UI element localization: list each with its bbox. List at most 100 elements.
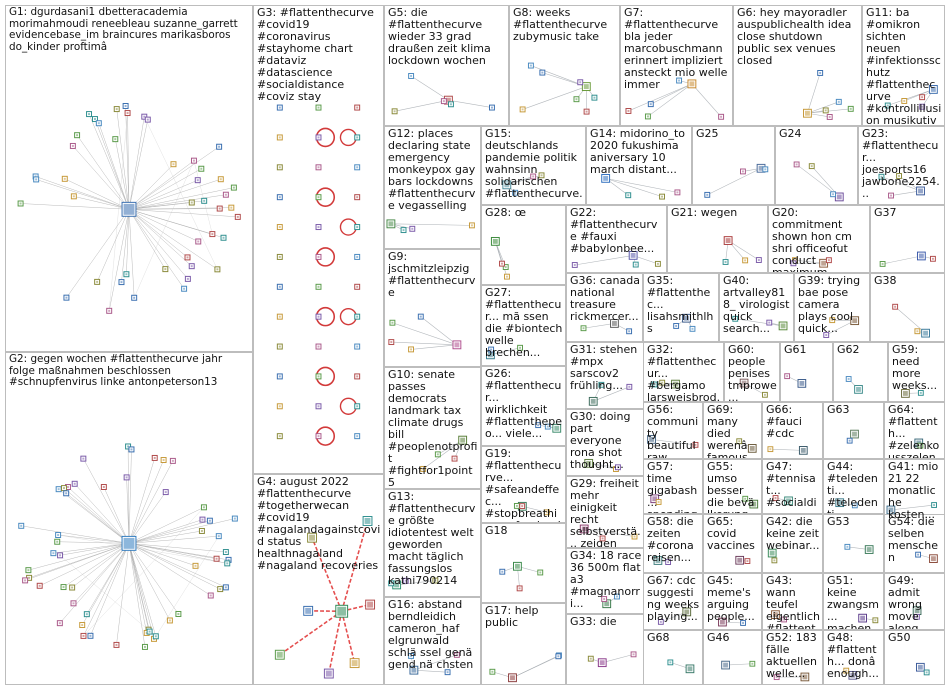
graph-edge (887, 89, 934, 106)
graph-node-fill (723, 662, 728, 668)
graph-edge (328, 611, 343, 674)
graph-edge (602, 654, 634, 663)
graph-node-fill (903, 391, 908, 396)
graph-node-fill (667, 561, 670, 564)
group-panel-g43: G43: wann teufel eigentlich #flattenth..… (762, 573, 823, 630)
graph-node-fill (422, 467, 425, 470)
graph-node-fill (860, 615, 866, 621)
graph-node-fill (317, 136, 320, 139)
graph-edge (128, 530, 202, 544)
group-label: G37 (874, 206, 897, 219)
graph-node-fill (123, 203, 135, 215)
graph-node-fill (505, 275, 508, 278)
graph-node-fill (744, 497, 747, 500)
graph-node-fill (317, 226, 320, 229)
graph-edge (894, 306, 926, 334)
self-loop-edge (339, 128, 357, 147)
graph-node-fill (192, 159, 195, 162)
group-graph (793, 161, 844, 202)
graph-edge (128, 209, 224, 238)
group-label: G23: #flattenthecur... joesports16 jawbo… (862, 127, 940, 200)
graph-node-fill (445, 97, 451, 103)
group-graph (647, 435, 699, 448)
graph-edge (128, 178, 221, 210)
group-label: G14: midorino_to 2020 fukushima aniversa… (590, 127, 689, 176)
group-graph (790, 257, 832, 268)
graph-edge (490, 347, 521, 356)
group-graph (773, 672, 810, 682)
graph-node-fill (490, 106, 493, 109)
group-label: G21: wegen (671, 206, 738, 219)
group-graph (502, 172, 545, 196)
graph-node-fill (627, 109, 630, 112)
group-label: G35: #flattenthec... lisahsmithlhs (647, 274, 714, 335)
graph-edge (422, 439, 463, 470)
graph-node-fill (232, 186, 235, 189)
group-label: G41: mio 21 22 monatliche kosten... (888, 460, 942, 520)
group-panel-g31: G31: stehen #mpx sarscov2 frühling... (566, 342, 645, 409)
graph-node-fill (143, 645, 146, 648)
group-graph (732, 315, 788, 331)
graph-edge (71, 543, 130, 588)
group-panel-g25: G25 (692, 126, 775, 205)
graph-edge (128, 164, 174, 210)
graph-node-fill (751, 662, 754, 665)
graph-edge (128, 209, 189, 280)
graph-node-fill (71, 586, 74, 589)
group-panel-g56: G56: community beautiful raw sign... (643, 402, 703, 459)
graph-node-fill (616, 466, 619, 469)
graph-node-fill (919, 391, 922, 394)
graph-node-fill (792, 262, 795, 265)
graph-edge (882, 255, 922, 265)
graph-node-fill (233, 517, 236, 520)
graph-node-fill (546, 425, 549, 428)
group-label: G65: covid vaccines (707, 515, 755, 552)
graph-node-fill (585, 110, 588, 113)
graph-node-fill (57, 488, 60, 491)
group-graph (18, 443, 238, 650)
graph-node-fill (63, 177, 66, 180)
group-label: G42: die keine zeit webinar... (766, 515, 823, 552)
group-graph (420, 435, 468, 472)
graph-node-fill (916, 330, 919, 333)
graph-node-fill (634, 263, 637, 266)
graph-node-fill (874, 619, 877, 622)
group-label: G12: places declaring state emergency mo… (388, 127, 479, 212)
graph-node-fill (126, 112, 129, 115)
graph-node-fill (501, 570, 504, 573)
graph-edge (128, 543, 179, 615)
graph-node-fill (780, 323, 786, 329)
graph-edge (605, 178, 663, 197)
graph-edge (25, 543, 130, 581)
graph-node-fill (27, 569, 30, 572)
graph-node-fill (734, 317, 737, 320)
graph-node-fill (930, 86, 936, 92)
group-label: G46 (707, 631, 730, 644)
group-graph (704, 163, 769, 198)
graph-node-fill (364, 518, 371, 524)
group-panel-g36: G36: canada national treasure rickmercer… (566, 273, 643, 342)
graph-node-fill (317, 435, 320, 438)
graph-node-fill (757, 259, 760, 262)
group-graph (276, 104, 361, 446)
graph-edge (410, 75, 449, 101)
graph-edge (134, 160, 195, 298)
group-graph (667, 659, 695, 674)
group-label: G66: #fauci #cdc (766, 403, 806, 440)
graph-node-fill (786, 498, 791, 504)
group-graph (915, 551, 938, 564)
graph-node-fill (278, 226, 281, 229)
graph-edge (128, 543, 211, 596)
graph-node-fill (120, 281, 123, 284)
graph-edge (108, 209, 130, 311)
graph-node-fill (168, 619, 171, 622)
graph-node-fill (557, 655, 560, 658)
graph-node-fill (215, 557, 218, 560)
graph-edge (121, 209, 130, 283)
group-graph (739, 378, 768, 398)
graph-node-fill (783, 618, 786, 621)
graph-node-fill (923, 330, 929, 336)
graph-node-fill (411, 667, 417, 673)
graph-node-fill (65, 492, 68, 495)
group-panel-g2: G2: gegen wochen #flattenthecurve jahr f… (5, 352, 253, 685)
